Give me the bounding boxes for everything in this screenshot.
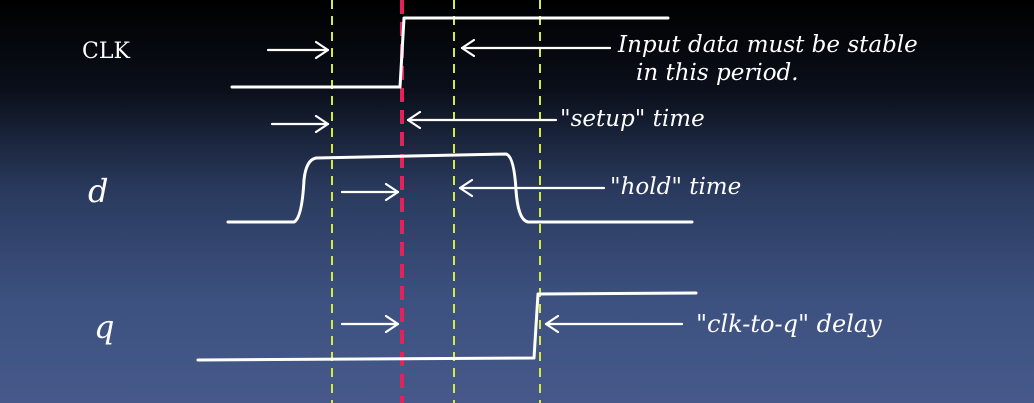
q-label: q (94, 308, 114, 346)
setup-time-right-arrow (270, 114, 330, 134)
q-clock-arrow (340, 314, 400, 334)
stable-note-line2: in this period. (636, 60, 799, 86)
waveforms (196, 16, 698, 362)
clk-to-q-arrow (544, 314, 684, 334)
d-waveform (226, 152, 694, 224)
stable-note-line1: Input data must be stable (617, 32, 918, 58)
d-label: d (88, 172, 108, 210)
clk-setup-arrow (266, 40, 330, 60)
annotations: Input data must be stable in this period… (560, 32, 918, 338)
q-waveform (196, 291, 698, 362)
hold-time-left-arrow (458, 178, 606, 198)
arrows (266, 38, 684, 334)
setup-time-label: "setup" time (560, 106, 705, 132)
hold-time-right-arrow (340, 182, 400, 202)
hold-time-label: "hold" time (610, 174, 741, 200)
clk-to-q-label: "clk-to-q" delay (696, 310, 882, 338)
signal-labels: CLK d q (82, 39, 130, 346)
clk-label: CLK (82, 39, 130, 64)
clk-waveform (230, 16, 670, 89)
guide-lines (331, 0, 541, 403)
clk-hold-arrow (460, 38, 612, 58)
setup-time-left-arrow (406, 110, 558, 130)
